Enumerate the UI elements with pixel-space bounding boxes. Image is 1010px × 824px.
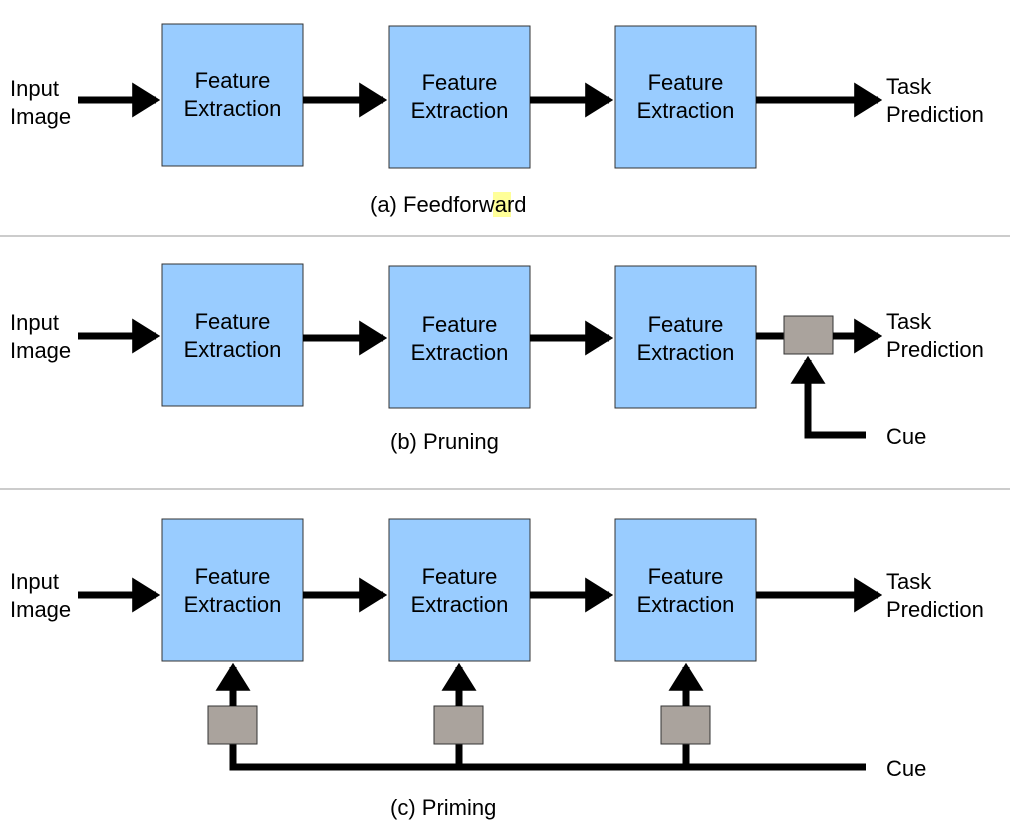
pruning-gate bbox=[783, 315, 834, 355]
caption-feedforward: (a) Feedforward bbox=[370, 192, 527, 217]
feature-extraction-box-2 bbox=[388, 518, 531, 662]
box2-label-line2: Extraction bbox=[411, 592, 509, 617]
caption-pruning: (b) Pruning bbox=[390, 429, 499, 454]
feature-extraction-box-2 bbox=[388, 25, 531, 169]
priming-gate-2 bbox=[433, 705, 484, 745]
box1-label-line2: Extraction bbox=[184, 592, 282, 617]
feature-extraction-box-2 bbox=[388, 265, 531, 409]
panel-priming: Input Image Feature Extraction Feature E… bbox=[10, 518, 984, 820]
caption-priming: (c) Priming bbox=[390, 795, 496, 820]
cue-arrow-to-gate bbox=[790, 355, 866, 439]
feature-extraction-box-3 bbox=[614, 25, 757, 169]
box3-label-line2: Extraction bbox=[637, 98, 735, 123]
box2-label-line1: Feature bbox=[422, 312, 498, 337]
output-label-line2: Prediction bbox=[886, 102, 984, 127]
box1-label-line2: Extraction bbox=[184, 337, 282, 362]
input-label-line2: Image bbox=[10, 597, 71, 622]
box2-label-line1: Feature bbox=[422, 70, 498, 95]
feature-extraction-box-3 bbox=[614, 265, 757, 409]
feature-extraction-box-1 bbox=[161, 263, 304, 407]
cue-bus-line bbox=[229, 744, 866, 771]
output-label-line1: Task bbox=[886, 309, 932, 334]
panel-pruning: Input Image Feature Extraction Feature E… bbox=[10, 263, 984, 454]
output-label-line1: Task bbox=[886, 74, 932, 99]
box1-label-line2: Extraction bbox=[184, 96, 282, 121]
box3-label-line1: Feature bbox=[648, 70, 724, 95]
priming-gate-3 bbox=[660, 705, 711, 745]
feature-extraction-box-3 bbox=[614, 518, 757, 662]
feature-extraction-box-1 bbox=[161, 23, 304, 167]
output-label-line1: Task bbox=[886, 569, 932, 594]
cue-label: Cue bbox=[886, 424, 926, 449]
output-label-line2: Prediction bbox=[886, 597, 984, 622]
box1-label-line1: Feature bbox=[195, 68, 271, 93]
feature-extraction-box-1 bbox=[161, 518, 304, 662]
cue-label: Cue bbox=[886, 756, 926, 781]
panel-feedforward: Input Image Feature Extraction Feature E… bbox=[10, 23, 984, 217]
box1-label-line1: Feature bbox=[195, 564, 271, 589]
box3-label-line1: Feature bbox=[648, 564, 724, 589]
input-label-line1: Input bbox=[10, 569, 59, 594]
output-label-line2: Prediction bbox=[886, 337, 984, 362]
box3-label-line2: Extraction bbox=[637, 592, 735, 617]
box2-label-line2: Extraction bbox=[411, 98, 509, 123]
input-label-line2: Image bbox=[10, 338, 71, 363]
box3-label-line1: Feature bbox=[648, 312, 724, 337]
box3-label-line2: Extraction bbox=[637, 340, 735, 365]
priming-gate-1 bbox=[207, 705, 258, 745]
input-label-line1: Input bbox=[10, 76, 59, 101]
input-label-line1: Input bbox=[10, 310, 59, 335]
box2-label-line2: Extraction bbox=[411, 340, 509, 365]
caption-highlight-mark bbox=[493, 192, 511, 217]
box1-label-line1: Feature bbox=[195, 309, 271, 334]
input-label-line2: Image bbox=[10, 104, 71, 129]
box2-label-line1: Feature bbox=[422, 564, 498, 589]
